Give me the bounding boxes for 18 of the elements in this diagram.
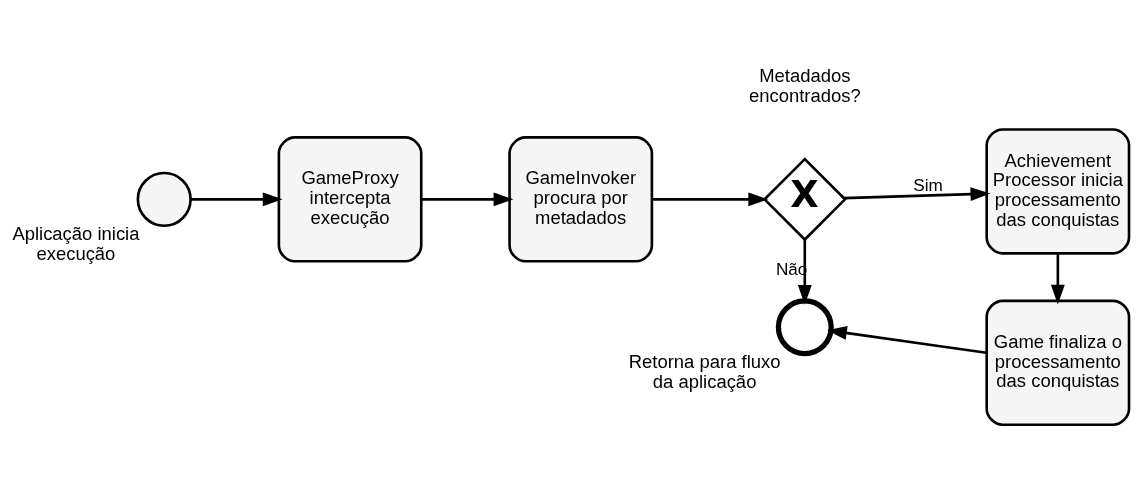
- node-label: Retorna para fluxo da aplicação: [628, 351, 781, 393]
- arrow: [1050, 253, 1065, 305]
- arrow: [797, 239, 812, 305]
- node-box: GameProxy intercepta execução: [277, 136, 423, 263]
- arrow: [652, 192, 769, 207]
- node-label: Aplicação inicia execução: [12, 223, 140, 265]
- node-box: GameInvoker procura por metadados: [508, 136, 654, 263]
- node-box: Game finaliza o processamento das conquistas: [985, 299, 1131, 427]
- node-circle: [136, 171, 192, 228]
- node-label: Metadados encontrados?: [748, 65, 861, 107]
- edge-label: Sim: [913, 174, 943, 195]
- arrow: [844, 187, 991, 202]
- arrow: [827, 326, 987, 355]
- arrow: [190, 192, 283, 207]
- node-box: Achievement Processor inicia processamento das conquistas: [985, 128, 1131, 255]
- node-circle: [775, 298, 834, 357]
- arrow: [421, 192, 514, 207]
- node-diamond: X: [762, 157, 847, 242]
